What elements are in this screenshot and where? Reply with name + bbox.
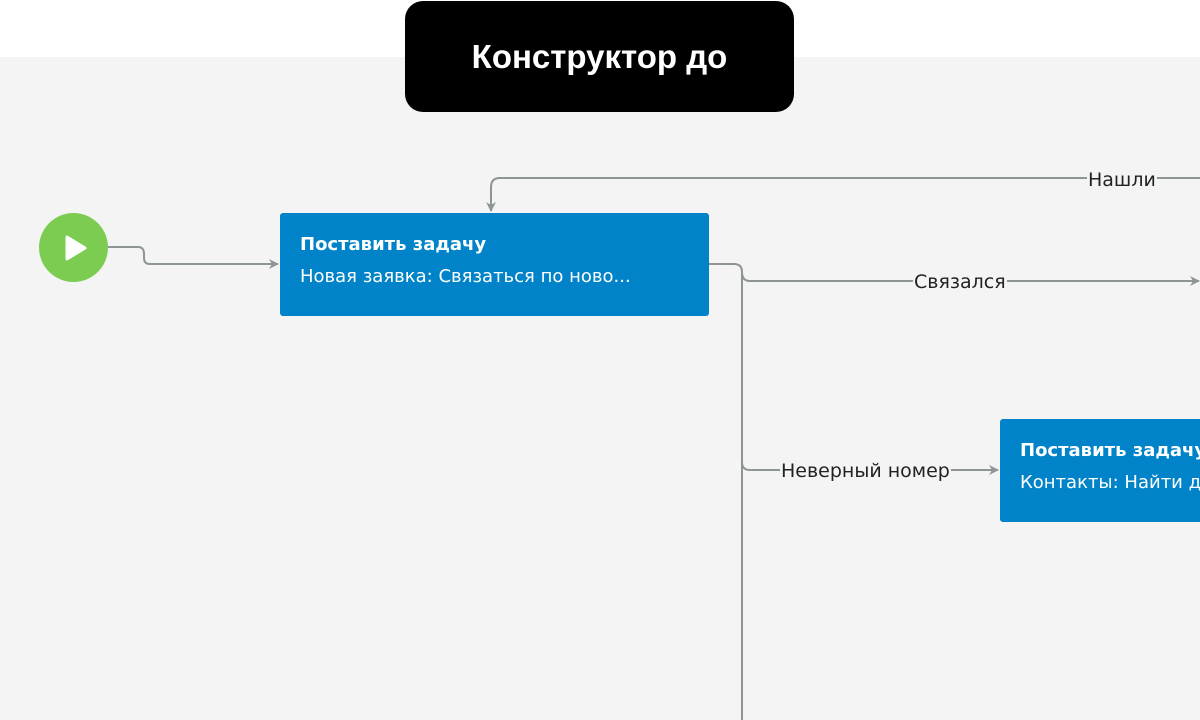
start-node[interactable] (39, 213, 108, 282)
edge-label-contacted: Связался (913, 271, 1007, 293)
edge-wrong-number (741, 272, 999, 475)
edge-start (108, 246, 279, 269)
task-node-new-request[interactable]: Поставить задачу Новая заявка: Связаться… (280, 213, 709, 316)
node-title: Поставить задачу (1020, 440, 1200, 461)
play-icon (65, 235, 87, 261)
edge-label-found: Нашли (1087, 169, 1157, 191)
task-node-contacts[interactable]: Поставить задачу Контакты: Найти д (1000, 419, 1200, 522)
workflow-canvas[interactable] (0, 57, 1200, 720)
node-title: Поставить задачу (300, 234, 487, 255)
banner-title: Конструктор до (405, 1, 794, 112)
node-subtitle: Новая заявка: Связаться по ново... (300, 266, 631, 287)
edge-found (486, 177, 1200, 212)
node-subtitle: Контакты: Найти д (1020, 472, 1200, 493)
edge-label-wrong-number: Неверный номер (780, 460, 951, 482)
